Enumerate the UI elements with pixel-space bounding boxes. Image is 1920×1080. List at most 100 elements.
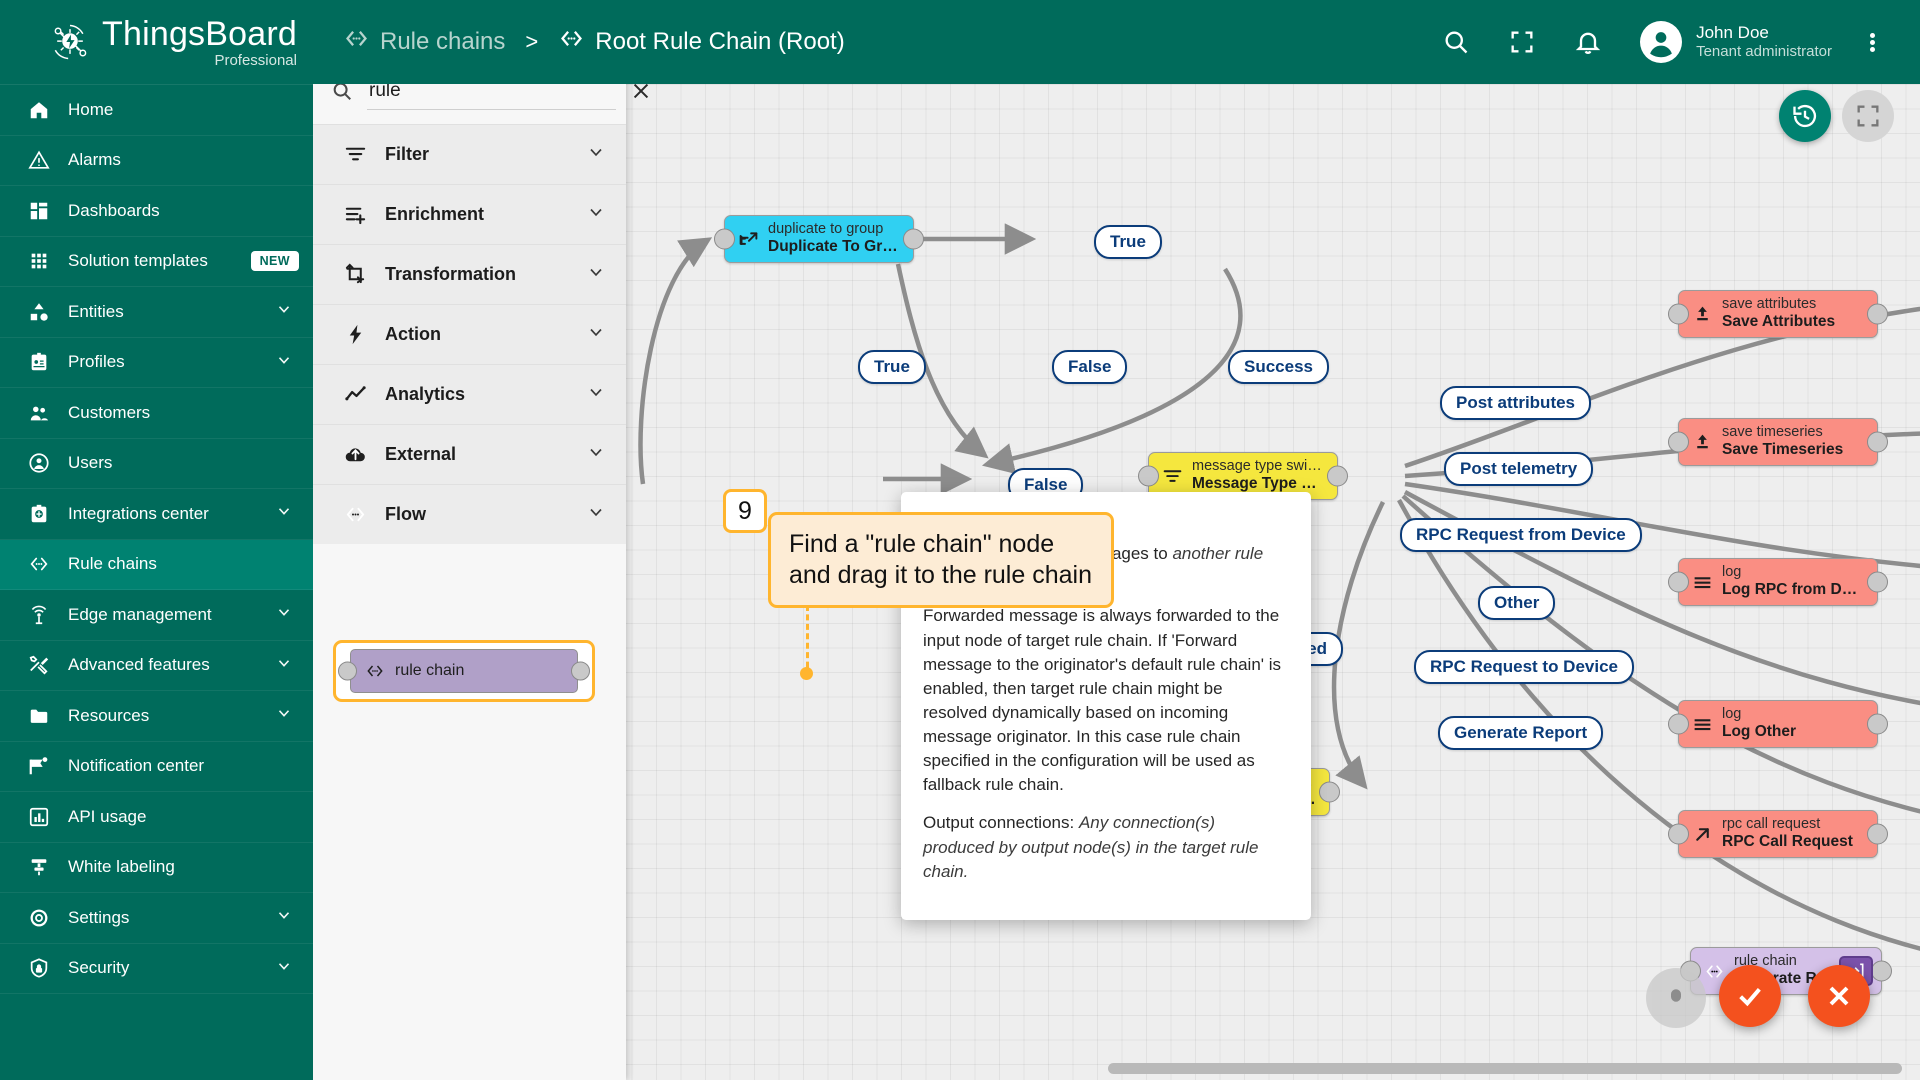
user-icon [26,450,52,476]
node-port-in[interactable] [714,228,735,250]
chevron-down-icon[interactable] [586,142,606,167]
main-area: Rule chains > Root Rule Chain (Root) [313,0,1920,1080]
node-port-out[interactable] [903,228,924,250]
node-port-out[interactable] [1867,431,1888,453]
topbar: Rule chains > Root Rule Chain (Root) [313,0,1920,84]
node-port-in[interactable] [1668,571,1689,593]
chevron-down-icon[interactable] [275,603,293,626]
rule-chain-icon [341,503,369,526]
sidebar-item-entities[interactable]: Entities [0,287,313,338]
connection-label: Post attributes [1440,386,1592,420]
node-category-analytics[interactable]: Analytics [313,364,626,424]
node-port-out[interactable] [1871,960,1892,982]
chevron-down-icon[interactable] [586,502,606,527]
sidebar-item-alarms[interactable]: Alarms [0,136,313,186]
chevron-down-icon[interactable] [586,442,606,467]
node-name-label: Log Other [1722,723,1797,741]
sidebar-item-dashboards[interactable]: Dashboards [0,186,313,237]
node-port-out[interactable] [1327,465,1348,487]
brand-title: ThingsBoard [102,14,297,53]
popup-paragraph-3: Output connections: Any connection(s) pr… [923,811,1289,883]
connection-label: True [1094,225,1162,259]
node-port-out[interactable] [1867,713,1888,735]
notifications-bell-icon[interactable] [1560,14,1616,70]
library-node-rule-chain[interactable]: rule chain [338,649,590,693]
chevron-down-icon[interactable] [586,202,606,227]
close-icon[interactable] [630,80,652,107]
node-port-out[interactable] [1867,571,1888,593]
revert-history-icon[interactable] [1779,90,1831,142]
node-port-out[interactable] [1867,823,1888,845]
chevron-down-icon[interactable] [275,300,293,323]
sidebar-item-rule-chains[interactable]: Rule chains [0,539,313,590]
sidebar-item-settings[interactable]: Settings [0,893,313,944]
chevron-down-icon[interactable] [586,382,606,407]
chevron-down-icon[interactable] [275,502,293,525]
chevron-down-icon[interactable] [586,322,606,347]
more-vertical-icon[interactable] [1850,20,1894,64]
log-lines-icon [1689,714,1715,735]
node-category-action[interactable]: Action [313,304,626,364]
chevron-down-icon[interactable] [275,654,293,677]
callout-connector-dot [800,667,813,680]
sidebar-item-api-usage[interactable]: API usage [0,792,313,843]
node-category-external[interactable]: External [313,424,626,484]
chevron-down-icon[interactable] [586,262,606,287]
node-category-flow[interactable]: Flow [313,484,626,544]
sidebar-item-customers[interactable]: Customers [0,388,313,439]
sidebar-item-edge-management[interactable]: Edge management [0,590,313,641]
node-port-in[interactable] [1668,303,1689,325]
callout-text: Find a "rule chain" node and drag it to … [789,530,1092,589]
bar-chart-icon [26,804,52,830]
node-category-filter[interactable]: Filter [313,124,626,184]
node-port-in[interactable] [1668,431,1689,453]
callout-connector-line [806,605,809,677]
node-category-transformation[interactable]: Transformation [313,244,626,304]
fullscreen-icon[interactable] [1494,14,1550,70]
search-icon[interactable] [1428,14,1484,70]
node-port-in[interactable] [1668,713,1689,735]
chevron-down-icon[interactable] [275,351,293,374]
breadcrumb-item-rule-chains[interactable]: Rule chains [343,25,505,59]
sidebar-item-label: Security [68,958,130,978]
node-category-label: External [385,444,457,464]
node-category-enrichment[interactable]: Enrichment [313,184,626,244]
sidebar-item-profiles[interactable]: Profiles [0,338,313,388]
node-port-in[interactable] [1668,823,1689,845]
sidebar-item-users[interactable]: Users [0,439,313,489]
sidebar-item-advanced-features[interactable]: Advanced features [0,641,313,691]
fullscreen-icon[interactable] [1842,90,1894,142]
sidebar-item-home[interactable]: Home [0,85,313,136]
cancel-close-icon[interactable] [1808,965,1870,1027]
sidebar-item-resources[interactable]: Resources [0,691,313,742]
node-port-out[interactable] [1319,781,1340,803]
canvas-horizontal-scrollbar[interactable] [1108,1063,1902,1074]
debug-bug-icon[interactable] [1646,968,1706,1028]
sidebar-item-notification-center[interactable]: Notification center [0,742,313,792]
security-icon [26,955,52,981]
alarm-warning-icon [26,147,52,173]
chevron-down-icon[interactable] [275,906,293,929]
apply-check-icon[interactable] [1719,965,1781,1027]
brand-logo-block[interactable]: ThingsBoard Professional [0,0,313,84]
sidebar-item-white-labeling[interactable]: White labeling [0,843,313,893]
chevron-down-icon[interactable] [275,704,293,727]
user-menu[interactable]: John Doe Tenant administrator [1640,21,1832,63]
sidebar-item-label: Users [68,453,113,473]
sidebar-item-integrations-center[interactable]: Integrations center [0,489,313,540]
node-port-in[interactable] [1138,465,1159,487]
sidebar-item-security[interactable]: Security [0,944,313,994]
node-port-out[interactable] [1867,303,1888,325]
chevron-down-icon[interactable] [275,957,293,980]
sidebar-item-label: Home [68,99,114,119]
sidebar-item-label: Solution templates [68,251,208,271]
